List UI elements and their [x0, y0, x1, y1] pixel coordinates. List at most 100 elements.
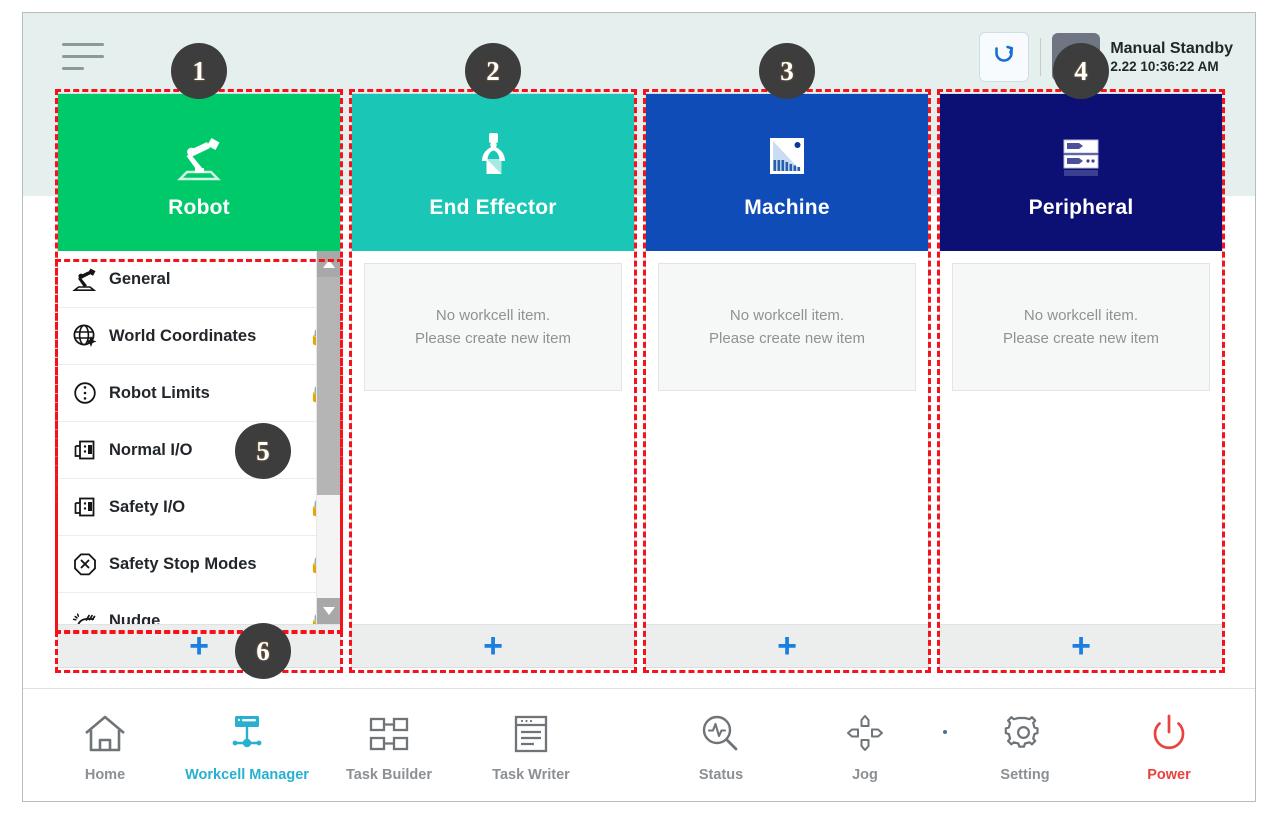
- annotation-badge-3: 3: [759, 43, 815, 99]
- list-item-world-coordinates[interactable]: World Coordinates 🔒: [58, 308, 340, 365]
- list-item-normal-io[interactable]: Normal I/O: [58, 422, 340, 479]
- nav-group-left: Home Workcell Manager: [57, 708, 579, 783]
- card-title: End Effector: [429, 195, 557, 219]
- add-end-effector-button[interactable]: +: [352, 624, 634, 667]
- workcell-card-peripheral: Peripheral No workcell item. Please crea…: [939, 93, 1223, 668]
- nav-label: Task Writer: [492, 766, 570, 783]
- nav-item-setting[interactable]: Setting: [977, 708, 1073, 783]
- nav-item-status[interactable]: Status: [673, 708, 769, 783]
- status-mode-label: Manual Standby: [1110, 39, 1233, 57]
- empty-line-1: No workcell item.: [729, 306, 845, 324]
- list-scrollbar[interactable]: [316, 251, 340, 624]
- card-header-peripheral[interactable]: Peripheral: [940, 94, 1222, 251]
- badge-number: 2: [486, 55, 500, 86]
- hamburger-line: [62, 43, 104, 46]
- nav-item-power[interactable]: Power: [1121, 708, 1217, 783]
- nav-label: Jog: [852, 766, 878, 783]
- scrollbar-thumb[interactable]: [317, 277, 340, 495]
- scroll-up-arrow-icon[interactable]: [317, 251, 340, 277]
- machine-icon: [762, 126, 812, 182]
- limits-circle-icon: [70, 378, 100, 408]
- task-builder-icon: [366, 708, 412, 760]
- nav-item-workcell-manager[interactable]: Workcell Manager: [185, 708, 309, 783]
- card-header-end-effector[interactable]: End Effector: [352, 94, 634, 251]
- badge-number: 3: [780, 55, 794, 86]
- badge-number: 1: [192, 55, 206, 86]
- nav-label: Setting: [1000, 766, 1050, 783]
- add-peripheral-button[interactable]: +: [940, 624, 1222, 667]
- hamburger-menu-icon[interactable]: [62, 43, 106, 77]
- add-robot-button[interactable]: +: [58, 624, 340, 667]
- globe-axis-icon: [70, 321, 100, 351]
- nav-label: Task Builder: [346, 766, 432, 783]
- list-item-label: World Coordinates: [109, 326, 257, 345]
- list-item-label: Robot Limits: [109, 383, 210, 402]
- hamburger-line: [62, 55, 104, 58]
- empty-line-2: Please create new item: [709, 330, 865, 347]
- robot-arm-icon: [70, 264, 100, 294]
- card-body-machine: No workcell item. Please create new item: [646, 251, 928, 624]
- nav-item-home[interactable]: Home: [57, 708, 153, 783]
- list-item-safety-stop-modes[interactable]: Safety Stop Modes 🔒: [58, 536, 340, 593]
- bottom-navigation: Home Workcell Manager: [23, 688, 1255, 801]
- io-port-icon: [70, 435, 100, 465]
- list-item-label: Normal I/O: [109, 440, 193, 459]
- card-header-machine[interactable]: Machine: [646, 94, 928, 251]
- server-rack-icon: [1055, 126, 1107, 182]
- hamburger-line: [62, 67, 84, 70]
- scroll-down-arrow-icon[interactable]: [317, 598, 340, 624]
- workcell-card-row: Robot: [57, 93, 1223, 668]
- list-item-nudge[interactable]: Nudge 🔒: [58, 593, 340, 624]
- empty-placeholder: No workcell item. Please create new item: [658, 263, 916, 391]
- empty-line-1: No workcell item.: [435, 306, 551, 324]
- annotation-badge-1: 1: [171, 43, 227, 99]
- nav-item-jog[interactable]: Jog: [817, 708, 913, 783]
- power-icon: [1146, 708, 1192, 760]
- annotation-badge-5: 5: [235, 423, 291, 479]
- gear-icon: [1002, 708, 1048, 760]
- empty-line-1: No workcell item.: [1023, 306, 1139, 324]
- nav-label: Workcell Manager: [185, 766, 309, 783]
- list-item-robot-limits[interactable]: Robot Limits 🔒: [58, 365, 340, 422]
- list-item-label: Safety Stop Modes: [109, 554, 257, 573]
- list-item-label: General: [109, 269, 171, 288]
- workcell-manager-icon: [224, 708, 270, 760]
- list-item-general[interactable]: General: [58, 251, 340, 308]
- card-title: Robot: [168, 195, 230, 219]
- nav-item-task-builder[interactable]: Task Builder: [341, 708, 437, 783]
- empty-line-2: Please create new item: [415, 330, 571, 347]
- task-writer-icon: [508, 708, 554, 760]
- gripper-icon: [468, 126, 518, 182]
- nav-group-right: Status Jog: [673, 708, 1217, 783]
- io-port-icon: [70, 492, 100, 522]
- card-body-peripheral: No workcell item. Please create new item: [940, 251, 1222, 624]
- nav-item-task-writer[interactable]: Task Writer: [483, 708, 579, 783]
- jog-dpad-icon: [842, 708, 888, 760]
- badge-number: 5: [256, 435, 270, 466]
- card-body-robot: General World Coordinates: [58, 251, 340, 624]
- nudge-hand-icon: [70, 606, 100, 624]
- status-text: Manual Standby 2.22 10:36:22 AM: [1110, 39, 1233, 76]
- reboot-button[interactable]: [979, 32, 1030, 82]
- empty-placeholder: No workcell item. Please create new item: [364, 263, 622, 391]
- badge-number: 4: [1074, 55, 1088, 86]
- nav-label: Power: [1147, 766, 1191, 783]
- list-item-safety-io[interactable]: Safety I/O 🔒: [58, 479, 340, 536]
- card-body-end-effector: No workcell item. Please create new item: [352, 251, 634, 624]
- app-screen: Manual Standby 2.22 10:36:22 AM: [22, 12, 1256, 802]
- status-datetime-label: 2.22 10:36:22 AM: [1110, 58, 1219, 74]
- robot-settings-list: General World Coordinates: [58, 251, 340, 624]
- annotation-badge-2: 2: [465, 43, 521, 99]
- workcell-card-robot: Robot: [57, 93, 341, 668]
- robot-arm-icon: [171, 126, 227, 182]
- annotation-badge-6: 6: [235, 623, 291, 679]
- add-machine-button[interactable]: +: [646, 624, 928, 667]
- workcell-card-machine: Machine No workcell item. Please create …: [645, 93, 929, 668]
- annotation-badge-4: 4: [1053, 43, 1109, 99]
- nav-dot-separator: [943, 730, 947, 734]
- empty-placeholder: No workcell item. Please create new item: [952, 263, 1210, 391]
- nav-label: Home: [84, 766, 126, 783]
- card-header-robot[interactable]: Robot: [58, 94, 340, 251]
- card-title: Machine: [744, 195, 830, 219]
- status-divider: [1040, 38, 1042, 76]
